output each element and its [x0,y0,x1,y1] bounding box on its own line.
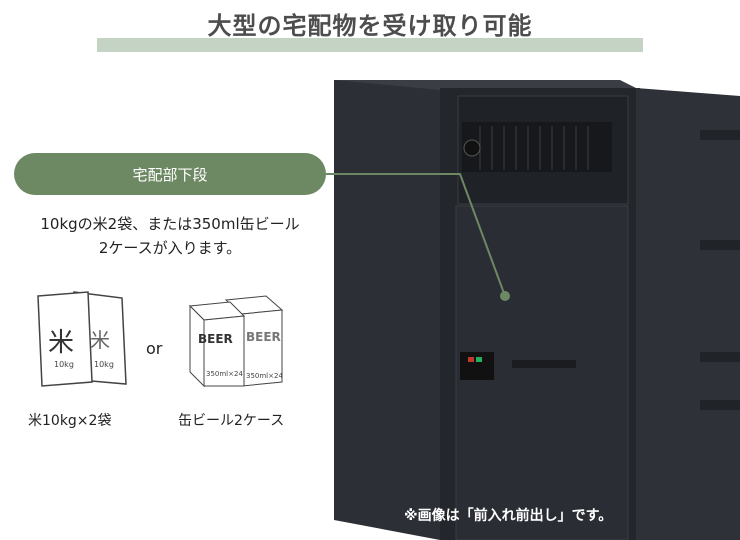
beer-caption: 缶ビール2ケース [178,413,285,429]
title-underline [97,38,643,52]
beer-case-icon: BEER BEER 350ml×24 350ml×24 [186,292,284,388]
rice-bag-icon: 米 米 10kg 10kg [34,288,134,388]
image-note: ※画像は「前入れ前出し」です。 [404,508,613,524]
or-text: or [146,339,163,358]
callout-description: 10kgの米2袋、または350ml缶ビール 2ケースが入ります。 [40,215,300,257]
rice-caption: 米10kg×2袋 [28,413,112,429]
callout-label: 宅配部下段 [14,153,326,195]
page-title: 大型の宅配物を受け取り可能 [207,12,533,40]
